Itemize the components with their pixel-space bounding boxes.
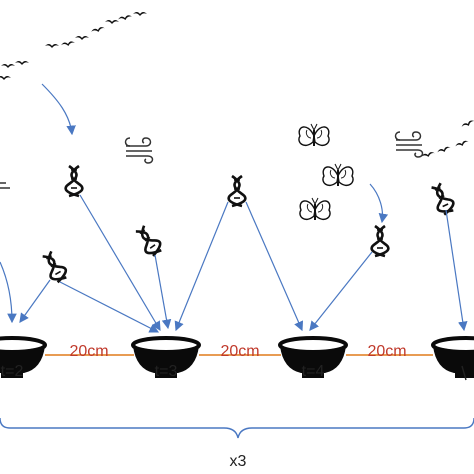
distance-label: 20cm bbox=[220, 343, 259, 360]
dna-icon bbox=[38, 248, 71, 286]
butterfly-icon bbox=[297, 123, 331, 147]
arrow bbox=[369, 183, 389, 224]
arrow bbox=[154, 254, 172, 330]
time-label: t=2 bbox=[1, 363, 24, 380]
repeat-brace bbox=[0, 417, 474, 439]
arrow bbox=[309, 251, 373, 331]
time-label-partial bbox=[461, 365, 467, 381]
arrow bbox=[41, 83, 76, 136]
dna-icon bbox=[64, 164, 84, 198]
arrow bbox=[174, 201, 229, 332]
dna-icon bbox=[227, 174, 247, 208]
distance-label: 20cm bbox=[69, 343, 108, 360]
dna-icon bbox=[131, 222, 166, 260]
wind-icon bbox=[394, 131, 424, 158]
repeat-label: x3 bbox=[230, 453, 247, 470]
time-label: t=3 bbox=[155, 363, 178, 380]
arrow bbox=[0, 261, 17, 324]
time-label: t=4 bbox=[302, 363, 325, 380]
wind-icon bbox=[0, 182, 10, 189]
wind-icon bbox=[124, 137, 154, 164]
bird-flock-icon bbox=[0, 12, 147, 80]
arrow bbox=[245, 201, 304, 332]
butterfly-icon bbox=[321, 163, 355, 187]
dna-icon bbox=[427, 180, 458, 218]
bird-flock-right-icon bbox=[420, 119, 474, 159]
bowl-icon bbox=[431, 336, 474, 380]
arrow bbox=[59, 281, 160, 333]
dna-icon bbox=[370, 224, 390, 258]
butterfly-icon bbox=[298, 197, 332, 221]
distance-label: 20cm bbox=[367, 343, 406, 360]
arrow bbox=[445, 209, 468, 332]
arrow bbox=[79, 194, 161, 332]
arrow bbox=[19, 279, 51, 323]
dispersal-arrows bbox=[0, 83, 468, 333]
